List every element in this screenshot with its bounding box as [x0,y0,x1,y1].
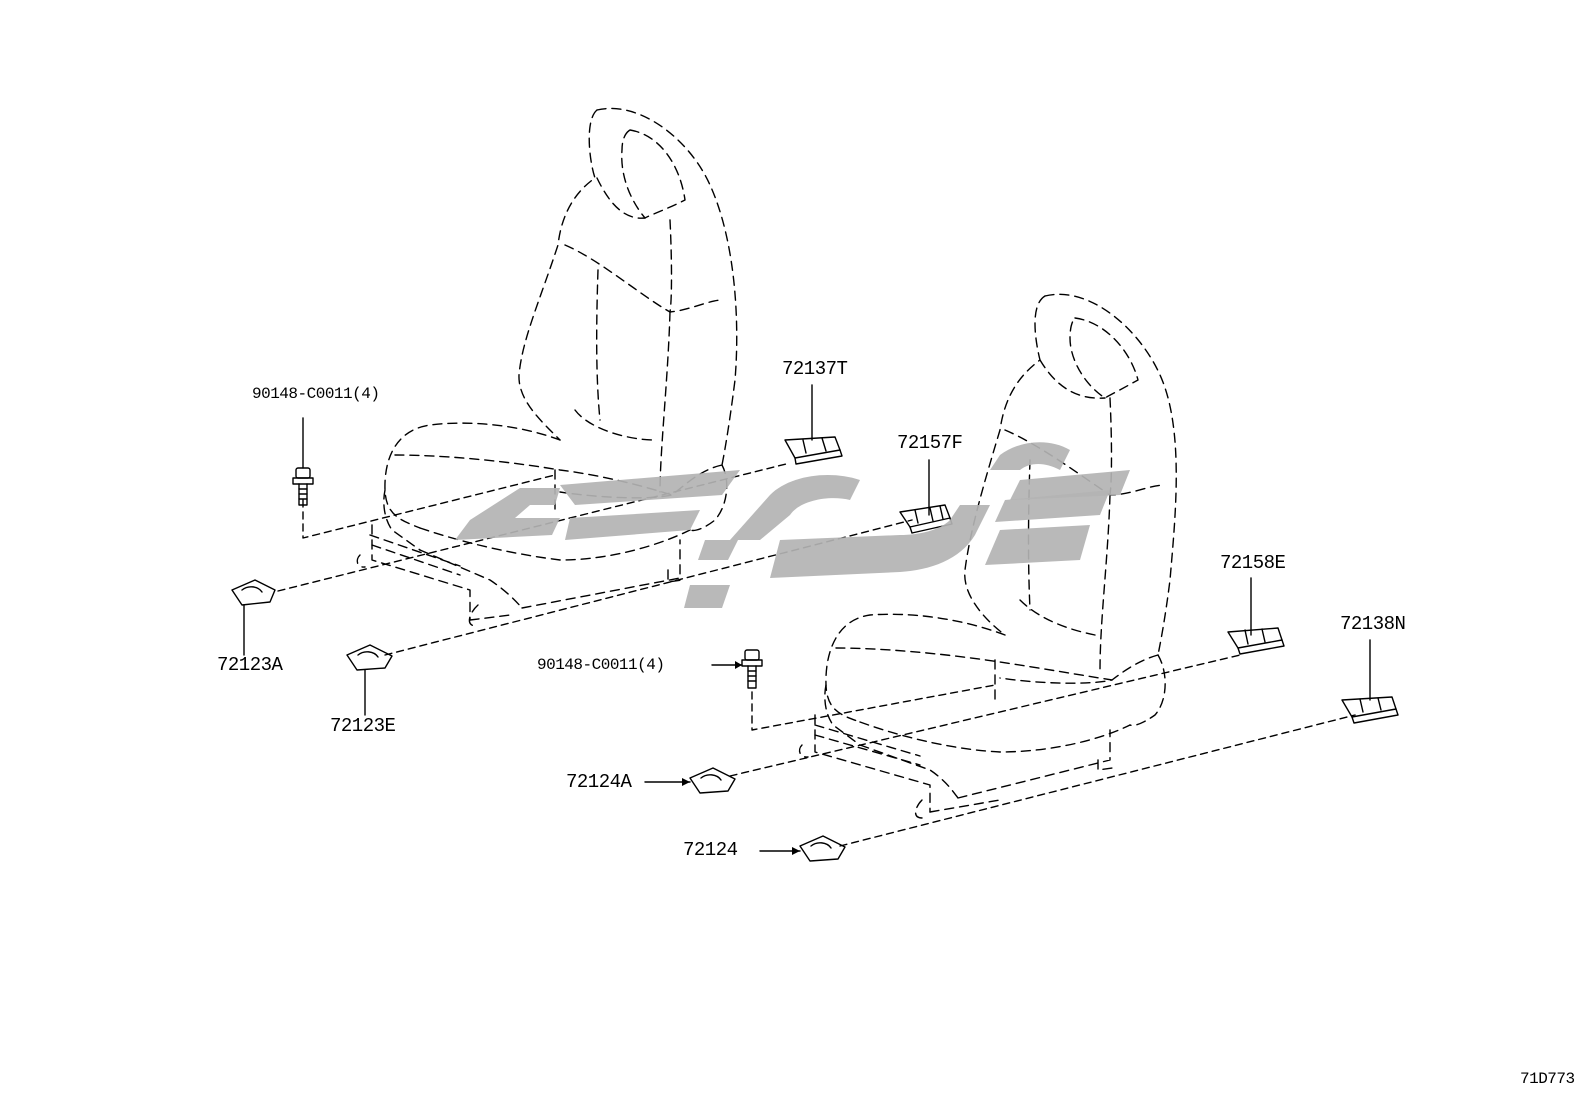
cover-72124 [799,835,846,862]
callout-72124A: 72124A [566,771,632,793]
callout-72137T: 72137T [782,358,848,380]
clip-72137T [784,436,843,465]
dashed-leaders [277,462,1356,847]
callout-72138N: 72138N [1340,613,1406,635]
cover-72123A [231,579,276,606]
clip-72138N [1341,696,1399,724]
watermark-logo [455,442,1130,608]
cover-72124A [689,767,736,794]
callout-72123E: 72123E [330,715,396,737]
callout-bolt-left: 90148-C0011(4) [252,385,380,403]
callout-bolt-right: 90148-C0011(4) [537,656,665,674]
callout-72157F: 72157F [897,432,963,454]
left-seat [356,107,738,627]
diagram-code: 71D773 [1520,1070,1575,1088]
bolt-right [741,649,763,689]
callout-72124: 72124 [683,839,738,861]
clip-72158E [1227,627,1285,655]
callout-72123A: 72123A [217,654,283,676]
cover-72123E [346,644,393,671]
bolt-left [292,467,314,506]
right-seat [798,293,1177,819]
callout-72158E: 72158E [1220,552,1286,574]
